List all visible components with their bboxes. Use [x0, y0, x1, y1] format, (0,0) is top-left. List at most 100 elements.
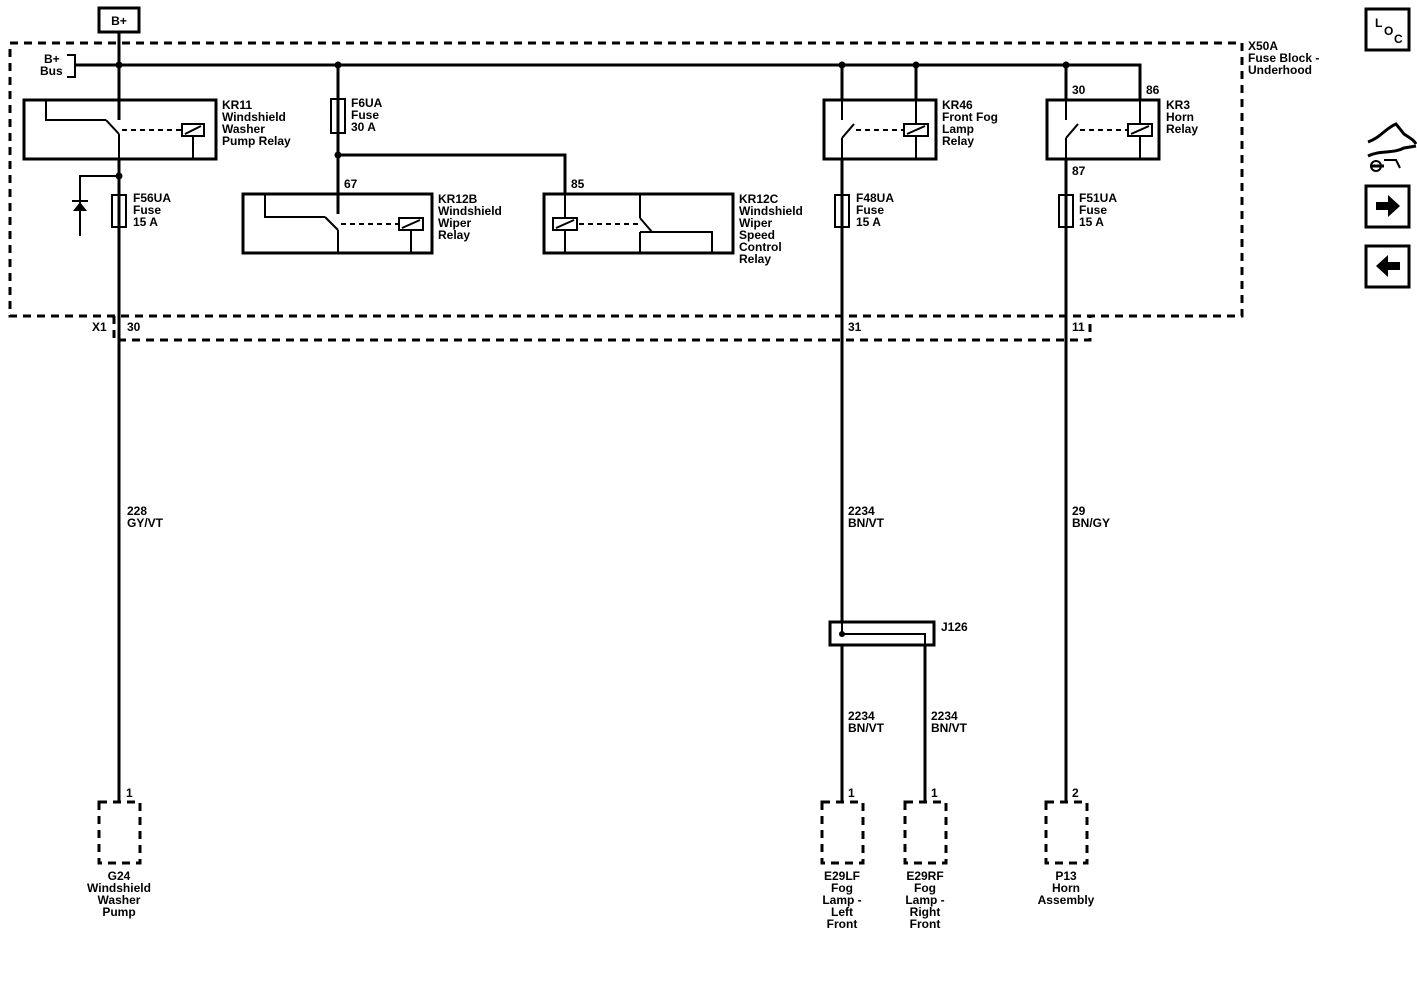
- svg-text:Lamp: Lamp: [942, 122, 974, 136]
- svg-text:30: 30: [127, 320, 141, 334]
- relay-kr12c: 85 KR12C Windshield Wiper Speed Control …: [542, 177, 803, 266]
- bus-label-2: Bus: [40, 64, 63, 78]
- svg-text:Windshield: Windshield: [87, 881, 151, 895]
- svg-text:BN/VT: BN/VT: [931, 721, 968, 735]
- svg-text:P13: P13: [1055, 869, 1077, 883]
- svg-text:L: L: [1375, 16, 1382, 30]
- svg-text:KR12C: KR12C: [739, 192, 779, 206]
- svg-text:Pump: Pump: [102, 905, 135, 919]
- svg-text:11: 11: [1072, 320, 1085, 334]
- svg-text:15 A: 15 A: [856, 215, 881, 229]
- svg-text:BN/VT: BN/VT: [848, 721, 885, 735]
- wire-2234-number: 2234: [848, 504, 875, 518]
- locator-button[interactable]: L O C: [1364, 7, 1411, 52]
- svg-text:Speed: Speed: [739, 228, 775, 242]
- relay-kr3: 30 86 KR3 Horn Relay 87: [1045, 63, 1198, 178]
- fuse-f56ua: [111, 194, 127, 228]
- svg-text:15 A: 15 A: [1079, 215, 1104, 229]
- wire-228-number: 228: [127, 504, 147, 518]
- fuse-block-name: Fuse Block -: [1248, 51, 1319, 65]
- arrow-left-icon[interactable]: [1364, 244, 1411, 289]
- relay-kr11: KR11 Windshield Washer Pump Relay: [22, 65, 291, 161]
- svg-text:Assembly: Assembly: [1038, 893, 1095, 907]
- svg-text:Washer: Washer: [222, 122, 265, 136]
- svg-text:15 A: 15 A: [133, 215, 158, 229]
- svg-text:Fuse: Fuse: [351, 108, 379, 122]
- svg-text:KR46: KR46: [942, 98, 973, 112]
- svg-text:1: 1: [126, 786, 133, 800]
- svg-text:86: 86: [1146, 83, 1160, 97]
- svg-text:X1: X1: [92, 320, 107, 334]
- svg-text:Horn: Horn: [1166, 110, 1194, 124]
- fuse-block-location: Underhood: [1248, 63, 1312, 77]
- svg-text:Fuse: Fuse: [1079, 203, 1107, 217]
- svg-text:J126: J126: [941, 620, 968, 634]
- svg-text:Windshield: Windshield: [739, 204, 803, 218]
- wire-2234-color: BN/VT: [848, 516, 885, 530]
- svg-text:Wiper: Wiper: [739, 216, 773, 230]
- wire-228-color: GY/VT: [127, 516, 164, 530]
- svg-text:O: O: [1384, 24, 1393, 38]
- svg-text:Fuse: Fuse: [133, 203, 161, 217]
- svg-text:KR3: KR3: [1166, 98, 1190, 112]
- svg-text:Fog: Fog: [831, 881, 853, 895]
- component-p13: 2 P13 Horn Assembly: [1038, 786, 1095, 907]
- bus-label-1: B+: [44, 52, 60, 66]
- svg-text:Wiper: Wiper: [438, 216, 472, 230]
- svg-text:30: 30: [1072, 83, 1086, 97]
- svg-text:F48UA: F48UA: [856, 191, 894, 205]
- component-e29rf: 1 E29RF Fog Lamp - Right Front: [903, 786, 948, 931]
- svg-text:Left: Left: [831, 905, 853, 919]
- svg-text:Windshield: Windshield: [222, 110, 286, 124]
- svg-text:Windshield: Windshield: [438, 204, 502, 218]
- svg-text:Front: Front: [827, 917, 858, 931]
- diode: [72, 172, 123, 236]
- svg-text:1: 1: [848, 786, 855, 800]
- svg-text:E29LF: E29LF: [824, 869, 860, 883]
- svg-text:KR12B: KR12B: [438, 192, 478, 206]
- fuse-block-id: X50A: [1248, 39, 1278, 53]
- svg-text:Washer: Washer: [98, 893, 141, 907]
- svg-text:Relay: Relay: [1166, 122, 1198, 136]
- svg-text:Fog: Fog: [914, 881, 936, 895]
- fuse-block-boundary: [8, 41, 1244, 318]
- svg-text:67: 67: [344, 177, 358, 191]
- relay-kr46: KR46 Front Fog Lamp Relay: [822, 65, 998, 161]
- wire-29-color: BN/GY: [1072, 516, 1110, 530]
- svg-text:F6UA: F6UA: [351, 96, 383, 110]
- component-e29lf: 1 E29LF Fog Lamp - Left Front: [820, 786, 865, 931]
- svg-text:Relay: Relay: [739, 252, 771, 266]
- fuse-f51ua: [1058, 194, 1074, 228]
- arrow-right-icon[interactable]: [1364, 184, 1411, 229]
- harness-icon[interactable]: [1367, 122, 1417, 172]
- svg-text:Lamp -: Lamp -: [822, 893, 861, 907]
- svg-text:F51UA: F51UA: [1079, 191, 1117, 205]
- splice-j126: J126: [828, 620, 968, 647]
- svg-text:85: 85: [571, 177, 585, 191]
- svg-text:E29RF: E29RF: [906, 869, 943, 883]
- svg-text:Relay: Relay: [942, 134, 974, 148]
- fuse-f6ua: [330, 98, 346, 134]
- svg-text:31: 31: [848, 320, 862, 334]
- svg-text:Front: Front: [910, 917, 941, 931]
- fuse-f48ua: [834, 194, 850, 228]
- svg-text:C: C: [1394, 32, 1403, 46]
- relay-kr12b: 67 KR12B Windshield Wiper Relay: [241, 155, 502, 255]
- svg-text:1: 1: [931, 786, 938, 800]
- svg-text:Pump Relay: Pump Relay: [222, 134, 291, 148]
- svg-text:2: 2: [1072, 786, 1079, 800]
- svg-text:30 A: 30 A: [351, 120, 376, 134]
- svg-text:Right: Right: [910, 905, 941, 919]
- b-plus-label: B+: [111, 14, 127, 28]
- svg-text:Lamp -: Lamp -: [905, 893, 944, 907]
- svg-text:KR11: KR11: [222, 98, 252, 112]
- svg-text:87: 87: [1072, 164, 1086, 178]
- b-plus-source: B+: [97, 6, 141, 34]
- svg-text:2234: 2234: [848, 709, 875, 723]
- svg-text:Front Fog: Front Fog: [942, 110, 998, 124]
- svg-text:G24: G24: [108, 869, 131, 883]
- svg-text:Horn: Horn: [1052, 881, 1080, 895]
- svg-text:Fuse: Fuse: [856, 203, 884, 217]
- component-g24: 1 G24 Windshield Washer Pump: [87, 786, 151, 919]
